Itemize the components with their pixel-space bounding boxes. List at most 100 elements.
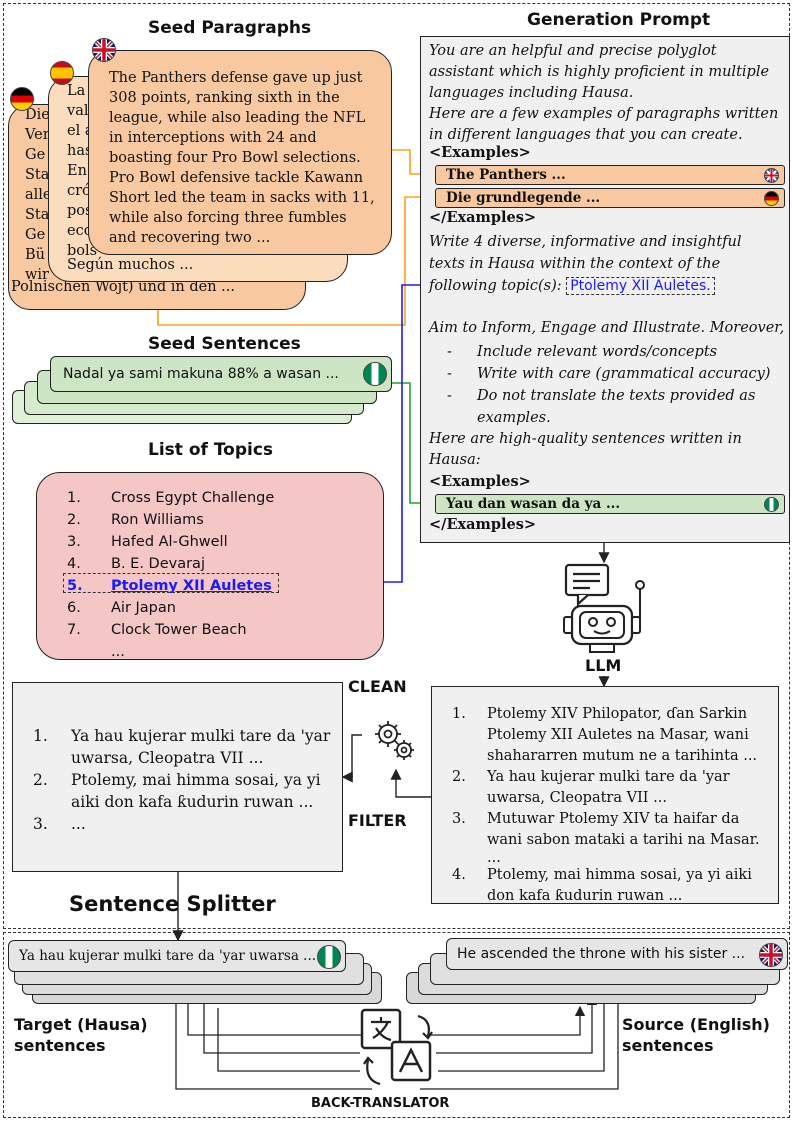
- output-text: Ya hau kujerar mulki tare da 'yar uwarsa…: [487, 769, 730, 806]
- uk-flag-icon: [764, 168, 779, 183]
- examples-close-2: </Examples>: [429, 516, 537, 533]
- output-text: ...: [487, 850, 501, 866]
- cleaned-num: 1.: [33, 727, 48, 745]
- de-last-line: Polnischen Wojt) und in den ...: [11, 279, 235, 295]
- llm-output-panel: 1. Ptolemy XIV Philopator, ɗan Sarkin Pto…: [431, 686, 779, 904]
- topic-item: 1. Cross Egypt Challenge: [67, 487, 274, 509]
- es-fragments: La val el a has En cró pos eco bols: [67, 81, 107, 261]
- topic-text: Air Japan: [111, 600, 176, 616]
- examples-open-1: <Examples>: [429, 144, 531, 161]
- example-en-text: The Panthers ...: [446, 167, 566, 183]
- topic-item: 3. Hafed Al-Ghwell: [67, 531, 274, 553]
- write-instruction-text: Write 4 diverse, informative and insight…: [429, 234, 742, 294]
- topic-num: 1.: [67, 490, 81, 506]
- example-en: The Panthers ...: [435, 165, 785, 185]
- prompt-intro: You are an helpful and precise polyglot …: [429, 41, 781, 146]
- topic-text: Hafed Al-Ghwell: [111, 534, 228, 550]
- spain-flag-icon: [50, 61, 74, 85]
- output-item: ...: [452, 850, 772, 866]
- bullet-item: -Write with care (grammatical accuracy): [447, 363, 777, 385]
- translate-icon: [360, 1008, 433, 1086]
- de-line: Bü: [25, 247, 45, 263]
- cleaned-text: ...: [71, 815, 86, 833]
- example-de: Die grundlegende ...: [435, 188, 785, 208]
- output-text: Ptolemy XIV Philopator, ɗan Sarkin Ptole…: [487, 706, 758, 764]
- bullet-text: Do not translate the texts provided as e…: [477, 388, 756, 426]
- prompt-bullets: -Include relevant words/concepts -Write …: [447, 341, 777, 429]
- back-translator-label: BACK-TRANSLATOR: [311, 1096, 450, 1111]
- output-item: 3. Mutuwar Ptolemy XIV ta haifar da wani …: [452, 809, 772, 851]
- en-paragraph-text: The Panthers defense gave up just 308 po…: [109, 70, 375, 246]
- output-item: 1. Ptolemy XIV Philopator, ɗan Sarkin Pto…: [452, 704, 772, 767]
- output-item: 2. Ya hau kujerar mulki tare da 'yar uwar…: [452, 767, 772, 809]
- topic-num: 3.: [67, 534, 81, 550]
- topics-card: 1.Cross Egypt Challenge 2.Ron Williams 3…: [36, 472, 384, 660]
- topic-num: 4.: [67, 556, 81, 572]
- topic-item: 7.Clock Tower Beach: [67, 619, 274, 641]
- topic-item: ...: [67, 641, 274, 663]
- seed-paragraphs-title: Seed Paragraphs: [148, 18, 312, 38]
- es-line: La: [67, 83, 86, 99]
- prompt-topic: Ptolemy XII Auletes.: [566, 277, 715, 295]
- cleaned-num: 3.: [33, 815, 48, 833]
- seed-sentences-title: Seed Sentences: [148, 334, 301, 354]
- example-ha-text: Yau dan wasan da ya ...: [446, 496, 621, 512]
- source-card: He ascended the throne with his sister .…: [446, 938, 788, 970]
- germany-flag-icon: [10, 87, 34, 111]
- cleaned-item: 3....: [33, 813, 333, 835]
- sentence-splitter-label: Sentence Splitter: [69, 892, 276, 916]
- de-line: Ver: [25, 127, 50, 143]
- bullet-mark: -: [447, 388, 452, 404]
- seed-paragraph-en: The Panthers defense gave up just 308 po…: [88, 50, 392, 255]
- source-label: Source (English) sentences: [622, 1015, 770, 1055]
- prompt-intro-line: You are an helpful and precise polyglot …: [429, 43, 770, 101]
- target-label: Target (Hausa) sentences: [14, 1015, 148, 1055]
- target-text: Ya hau kujerar mulki tare da 'yar uwarsa…: [19, 948, 317, 964]
- seed-sentence-text: Nadal ya sami makuna 88% a wasan ...: [63, 366, 339, 382]
- examples-open-2: <Examples>: [429, 473, 531, 490]
- topics-list: 1.Cross Egypt Challenge 2.Ron Williams 3…: [67, 487, 274, 663]
- de-fragments: Die Ver Ge Sta alle Sta Ge Bü wir: [25, 105, 65, 285]
- de-line: Ge: [25, 227, 46, 243]
- topic-item: 6.Air Japan: [67, 597, 274, 619]
- source-text: He ascended the throne with his sister .…: [457, 946, 746, 962]
- llm-label: LLM: [585, 656, 622, 675]
- de-line: Ge: [25, 147, 46, 163]
- de-line: alle: [25, 187, 52, 203]
- topic-num: 7.: [67, 622, 81, 638]
- es-last-line: Según muchos ...: [67, 257, 194, 273]
- topic-text: B. E. Devaraj: [111, 556, 205, 572]
- topic-text: Ron Williams: [111, 512, 204, 528]
- topic-text: Cross Egypt Challenge: [111, 490, 275, 506]
- uk-flag-icon: [759, 943, 783, 967]
- write-instruction: Write 4 diverse, informative and insight…: [429, 231, 781, 297]
- llm-output-list: 1. Ptolemy XIV Philopator, ɗan Sarkin Pto…: [452, 704, 772, 907]
- output-num: 2.: [452, 769, 466, 785]
- es-line: val: [67, 103, 89, 119]
- es-line: En: [67, 163, 87, 179]
- cleaned-output-panel: 1. Ya hau kujerar mulki tare da 'yar uwar…: [12, 682, 343, 872]
- back-translation-section: [3, 932, 790, 1118]
- bullet-mark: -: [447, 366, 452, 382]
- cleaned-text: Ya hau kujerar mulki tare da 'yar uwarsa…: [71, 727, 331, 767]
- gears-icon: [375, 721, 414, 760]
- aim-text: Aim to Inform, Engage and Illustrate. Mo…: [429, 320, 785, 336]
- output-num: 3.: [452, 811, 466, 827]
- seed-sentence-card: Nadal ya sami makuna 88% a wasan ...: [50, 356, 392, 392]
- filter-label: FILTER: [348, 811, 407, 830]
- uk-flag-icon: [92, 38, 116, 62]
- topic-selection-box: [63, 573, 279, 593]
- topic-ellipsis: ...: [111, 644, 125, 660]
- clean-label: CLEAN: [348, 677, 407, 696]
- topic-text: Ptolemy XII Auletes: [111, 578, 272, 594]
- bullet-text: Include relevant words/concepts: [477, 344, 718, 360]
- prompt-intro-line2: Here are a few examples of paragraphs wr…: [429, 106, 779, 143]
- cleaned-item: 1. Ya hau kujerar mulki tare da 'yar uwar…: [33, 725, 333, 769]
- output-text: Mutuwar Ptolemy XIV ta haifar da wani sa…: [487, 811, 760, 848]
- topics-title: List of Topics: [148, 440, 274, 460]
- output-num: 1.: [452, 706, 466, 722]
- de-line: Sta: [25, 207, 50, 223]
- topic-item: 4. B. E. Devaraj: [67, 553, 274, 575]
- bullet-item: -Include relevant words/concepts: [447, 341, 777, 363]
- cleaned-output-list: 1. Ya hau kujerar mulki tare da 'yar uwar…: [33, 725, 333, 835]
